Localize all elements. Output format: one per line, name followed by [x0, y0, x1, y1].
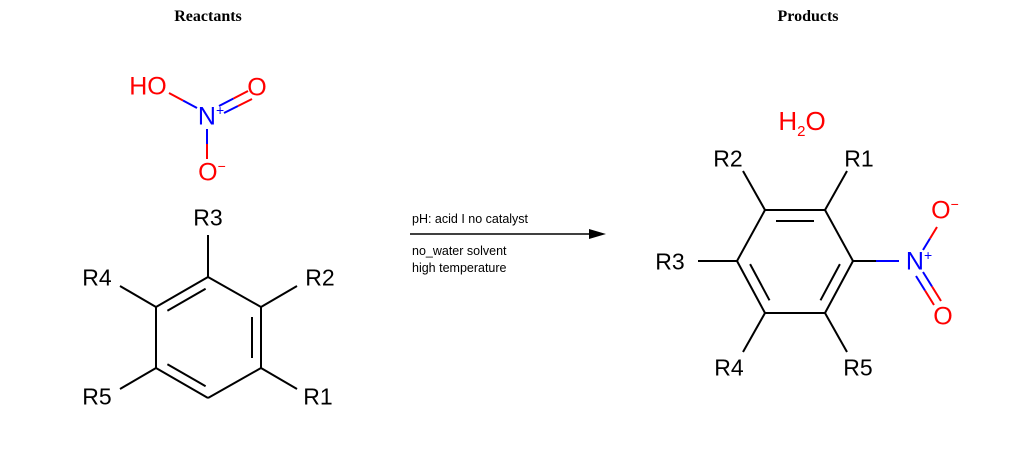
- nitro-nitrogen-label: N+: [905, 247, 933, 276]
- reactant-benzene-bonds: [119, 235, 298, 399]
- minus-charge: −: [217, 158, 226, 175]
- nitro-double-bond-oxygen-label: O: [933, 302, 953, 331]
- product-r2-label: R2: [713, 145, 743, 172]
- hydroxyl-label: HO: [129, 72, 167, 101]
- oxygen-symbol: O: [805, 106, 826, 136]
- minus-charge: −: [950, 196, 959, 213]
- reaction-arrow: [410, 229, 606, 239]
- reactant-r4-label: R4: [82, 264, 112, 291]
- product-benzene-bonds: [698, 170, 899, 353]
- reactant-r1-label: R1: [303, 383, 333, 410]
- plus-charge: +: [923, 247, 933, 264]
- reactant-r2-label: R2: [305, 264, 335, 291]
- oxygen-symbol: O: [198, 158, 218, 187]
- water-label: H2O: [778, 106, 826, 139]
- double-bond-oxygen-label: O: [247, 73, 267, 102]
- condition-above-arrow: pH: acid I no catalyst: [412, 212, 529, 226]
- condition-below-arrow-1: no_water solvent: [412, 244, 507, 258]
- oxygen-symbol: O: [931, 196, 951, 225]
- plus-charge: +: [215, 102, 225, 119]
- product-r5-label: R5: [843, 354, 873, 381]
- nitro-group-bonds: [915, 226, 942, 306]
- nitric-acid-bonds: [168, 90, 253, 159]
- reactant-r3-label: R3: [193, 204, 223, 231]
- nitrogen-cation-label: N+: [197, 102, 225, 131]
- nitrogen-symbol: N: [197, 102, 216, 131]
- reactants-header: Reactants: [174, 8, 242, 25]
- product-r1-label: R1: [844, 145, 874, 172]
- product-r3-label: R3: [655, 248, 685, 275]
- products-header: Products: [777, 8, 839, 25]
- water-subscript: 2: [797, 123, 806, 141]
- condition-below-arrow-2: high temperature: [412, 261, 507, 275]
- nitrogen-symbol: N: [905, 247, 924, 276]
- oxygen-anion-label: O−: [198, 158, 226, 187]
- nitro-oxygen-anion-label: O−: [931, 196, 959, 225]
- hydrogen-symbol: H: [778, 106, 798, 136]
- reactant-r5-label: R5: [82, 383, 112, 410]
- product-r4-label: R4: [714, 354, 744, 381]
